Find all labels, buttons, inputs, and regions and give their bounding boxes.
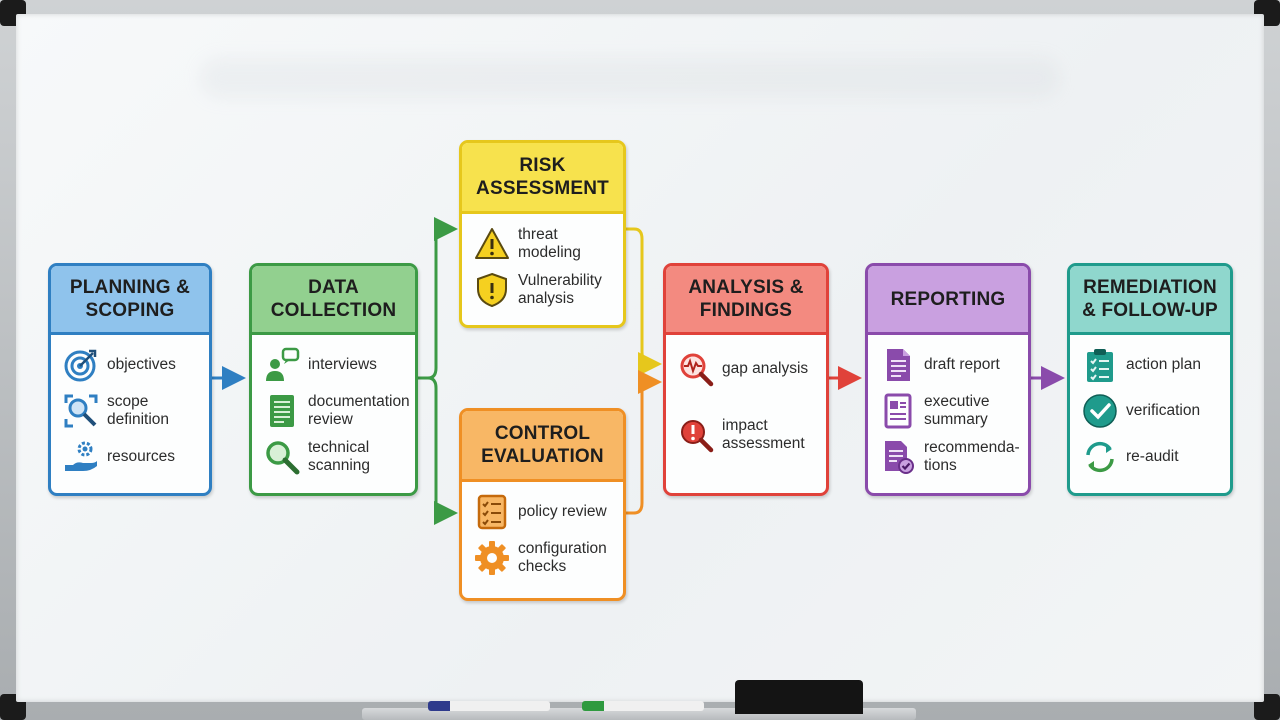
stage-control-evaluation: CONTROL EVALUATION policy review bbox=[459, 408, 626, 601]
stage-title: REMEDIATION & FOLLOW-UP bbox=[1082, 277, 1218, 321]
list-item: draft report bbox=[880, 345, 1020, 385]
item-label: impact assessment bbox=[722, 417, 805, 452]
magnifier-icon bbox=[266, 441, 300, 475]
item-label: draft report bbox=[924, 356, 1000, 373]
magnifier-frame-icon bbox=[64, 394, 98, 428]
stage-data-collection: DATA COLLECTION interviews documentation… bbox=[249, 263, 418, 496]
stage-header: REPORTING bbox=[868, 266, 1028, 335]
shield-alert-icon bbox=[477, 272, 507, 308]
hand-gear-icon bbox=[65, 441, 97, 471]
list-item: policy review bbox=[474, 492, 615, 532]
pulse-magnifier-icon bbox=[680, 353, 714, 387]
list-item: technical scanning bbox=[264, 437, 407, 477]
stage-remediation-follow-up: REMEDIATION & FOLLOW-UP action plan veri… bbox=[1067, 263, 1233, 496]
report-icon bbox=[887, 349, 910, 381]
document-check-icon bbox=[885, 441, 914, 474]
item-label: threat modeling bbox=[518, 226, 581, 261]
item-label: interviews bbox=[308, 356, 377, 373]
stage-title: RISK ASSESSMENT bbox=[476, 155, 609, 199]
checklist-icon bbox=[477, 494, 507, 530]
item-label: action plan bbox=[1126, 356, 1201, 373]
list-item: resources bbox=[63, 437, 201, 477]
stage-header: RISK ASSESSMENT bbox=[462, 143, 623, 214]
item-label: verification bbox=[1126, 402, 1201, 419]
item-label: re-audit bbox=[1126, 448, 1179, 465]
list-item: configuration checks bbox=[474, 538, 615, 578]
item-label: recommenda-tions bbox=[924, 439, 1020, 474]
item-label: technical scanning bbox=[308, 439, 371, 474]
stage-planning-scoping: PLANNING & SCOPING objectives scope defi… bbox=[48, 263, 212, 496]
item-label: resources bbox=[107, 448, 176, 465]
stage-header: ANALYSIS & FINDINGS bbox=[666, 266, 826, 335]
list-item: verification bbox=[1082, 391, 1222, 431]
list-item: Vulnerability analysis bbox=[474, 270, 615, 310]
list-item: action plan bbox=[1082, 345, 1222, 385]
stage-reporting: REPORTING draft report executive summary bbox=[865, 263, 1031, 496]
green-marker[interactable] bbox=[582, 701, 704, 711]
stage-header: REMEDIATION & FOLLOW-UP bbox=[1070, 266, 1230, 335]
list-item: documentation review bbox=[264, 391, 410, 431]
cycle-arrows-icon bbox=[1086, 441, 1114, 473]
stage-header: DATA COLLECTION bbox=[252, 266, 415, 335]
list-item: executive summary bbox=[880, 391, 1020, 431]
gear-icon bbox=[475, 541, 509, 575]
summary-icon bbox=[884, 393, 912, 429]
stage-header: PLANNING & SCOPING bbox=[51, 266, 209, 335]
stage-title: CONTROL EVALUATION bbox=[481, 423, 604, 467]
erased-title-smudge bbox=[200, 58, 1060, 98]
list-item: recommenda-tions bbox=[880, 437, 1020, 477]
stage-header: CONTROL EVALUATION bbox=[462, 411, 623, 482]
stage-title: DATA COLLECTION bbox=[270, 277, 397, 321]
item-label: executive summary bbox=[924, 393, 990, 428]
warning-icon bbox=[475, 228, 509, 259]
alert-magnifier-icon bbox=[681, 420, 714, 453]
target-icon bbox=[64, 349, 97, 382]
list-item: re-audit bbox=[1082, 437, 1222, 477]
people-chat-icon bbox=[266, 347, 300, 381]
check-circle-icon bbox=[1083, 394, 1117, 428]
stage-analysis-findings: ANALYSIS & FINDINGS gap analysis impact … bbox=[663, 263, 829, 496]
whiteboard-eraser[interactable] bbox=[735, 680, 863, 714]
item-label: scope definition bbox=[107, 393, 170, 428]
stage-title: REPORTING bbox=[890, 288, 1006, 310]
list-item: threat modeling bbox=[474, 224, 615, 264]
list-item: impact assessment bbox=[678, 415, 818, 455]
item-label: Vulnerability analysis bbox=[518, 272, 602, 307]
stage-title: PLANNING & SCOPING bbox=[69, 277, 191, 321]
clipboard-icon bbox=[1087, 349, 1113, 382]
stage-risk-assessment: RISK ASSESSMENT threat modeling Vulnerab… bbox=[459, 140, 626, 328]
item-label: objectives bbox=[107, 356, 176, 373]
blue-marker[interactable] bbox=[428, 701, 550, 711]
list-item: scope definition bbox=[63, 391, 201, 431]
item-label: configuration checks bbox=[518, 540, 607, 575]
item-label: gap analysis bbox=[722, 360, 809, 377]
stage-title: ANALYSIS & FINDINGS bbox=[688, 277, 804, 321]
item-label: documentation review bbox=[308, 393, 410, 428]
list-item: objectives bbox=[63, 345, 201, 385]
item-label: policy review bbox=[518, 503, 607, 520]
list-item: interviews bbox=[264, 345, 407, 385]
document-icon bbox=[270, 395, 294, 427]
list-item: gap analysis bbox=[678, 349, 818, 389]
